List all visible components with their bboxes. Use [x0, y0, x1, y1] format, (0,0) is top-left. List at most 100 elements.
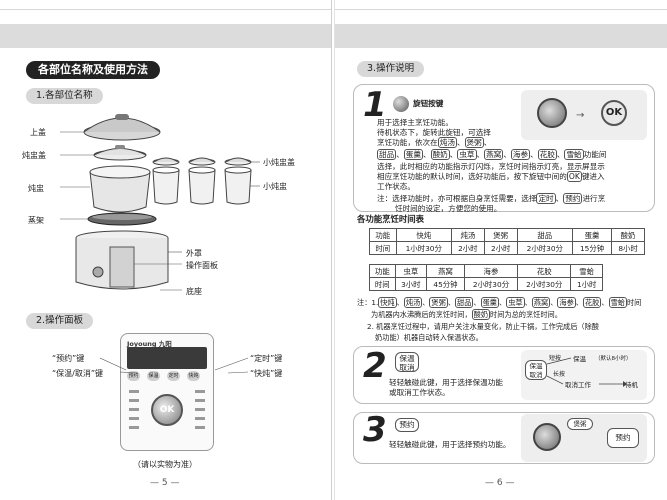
note-func: 煲粥	[429, 297, 448, 308]
quick-stew-button[interactable]: 快炖	[187, 371, 200, 381]
func-stew-soup: 炖汤	[437, 137, 457, 148]
label-small-pot-lid: 小炖盅盖	[263, 158, 295, 167]
line-b-text: 相应烹饪功能的默认时间，选好功能后，按下旋钮中间的	[377, 172, 567, 181]
table1-header-row: 功能 快炖 炖汤 煲粥 甜品 蛋羹 酸奶	[369, 228, 645, 242]
display-screen	[127, 347, 207, 369]
label-pot-lid: 炖盅盖	[22, 151, 46, 160]
cell: 功能	[369, 228, 397, 242]
step3-number: 3	[363, 410, 387, 450]
reserve-button[interactable]: 预约	[127, 371, 140, 381]
page-number-left: — 5 —	[150, 478, 180, 488]
note-func: 蛋羹	[480, 297, 499, 308]
knob-icon	[393, 96, 409, 112]
cell: 快炖	[395, 228, 452, 242]
cell: 15分钟	[571, 241, 613, 255]
left-page: 各部位名称及使用方法 1.各部位名称	[0, 0, 332, 500]
diag-reserve-key: 预约	[607, 428, 639, 448]
note-a: 注：选择功能时，亦可根据自身烹饪需要，选择	[377, 194, 537, 203]
top-strip-right	[335, 0, 667, 10]
cell: 炖汤	[450, 228, 485, 242]
label-housing: 外罩	[186, 249, 202, 258]
func-yogurt: 酸奶	[430, 149, 450, 160]
label-panel: 操作面板	[186, 261, 218, 270]
cell: 海参	[463, 264, 519, 278]
step1-line-c: 工作状态。	[377, 182, 415, 191]
step2-diagram: 保温 取消 短按 保温 （默认8小时） 长按 取消工作 待机	[521, 350, 647, 400]
arrow-icon: →	[576, 110, 585, 121]
cell: 45分钟	[426, 277, 465, 291]
reserve-key-inline: 预约	[563, 193, 583, 204]
step1-line3: 烹饪功能，依次在炖汤、煲粥、	[377, 137, 491, 148]
key-line: 保温	[399, 354, 415, 363]
func-dessert: 甜品	[377, 149, 397, 160]
step1-line3-text: 烹饪功能，依次在	[377, 138, 438, 147]
function-indicators-left	[129, 390, 139, 440]
step1-diagram: → OK	[521, 90, 647, 140]
step3-diagram: 煲粥 预约	[521, 414, 647, 462]
label-reserve-key: “预约”键	[52, 354, 85, 363]
note-b: 、	[555, 194, 564, 203]
label-keepwarm-key: “保温/取消”键	[52, 369, 103, 378]
ok-button-illustration: OK	[601, 100, 627, 126]
cell: 花胶	[517, 264, 572, 278]
cell: 雪蛤	[570, 264, 603, 278]
note-text: 为机器内水沸腾后的烹饪时间，	[371, 310, 472, 319]
cell: 煲粥	[483, 228, 518, 242]
reserve-key[interactable]: 预约	[395, 418, 419, 432]
cell: 2小时30分	[463, 277, 519, 291]
top-strip	[0, 0, 331, 10]
cell: 8小时	[611, 241, 645, 255]
keepwarm-button[interactable]: 保温	[147, 371, 160, 381]
section-operation: 3.操作说明	[357, 61, 425, 77]
func-fish-maw: 花胶	[537, 149, 557, 160]
step1-line2: 待机状态下，旋转此旋钮，可选择	[377, 128, 491, 137]
function-indicators-right	[195, 390, 205, 440]
note-func: 雪蛤	[608, 297, 627, 308]
knob-illustration	[533, 423, 561, 451]
note-yogurt: 酸奶	[471, 309, 491, 320]
step1-line-a: 选择，此时相应的功能指示灯闪烁，烹饪时间指示灯亮，显示屏显示	[377, 162, 605, 171]
note-prefix: 注：1.	[357, 298, 379, 307]
step1-title: 旋钮按键	[413, 99, 444, 108]
func-sea-cucumber: 海参	[510, 149, 531, 160]
diag-porridge: 煲粥	[567, 418, 593, 430]
diag-long: 长按	[553, 371, 566, 378]
note-func: 燕窝	[531, 297, 551, 308]
keepwarm-cancel-key[interactable]: 保温 取消	[395, 352, 419, 372]
func-egg-custard: 蛋羹	[403, 149, 423, 160]
diag-standby: 待机	[625, 381, 638, 389]
cell: 虫草	[394, 264, 428, 278]
label-quick-key: “快炖”键	[250, 369, 283, 378]
caption: （请以实物为准）	[133, 460, 197, 469]
header-band-right	[335, 24, 667, 48]
note-c: 进行烹	[582, 194, 606, 203]
key-line: 取消	[529, 371, 543, 379]
step2-line1: 轻轻触碰此键，用于选择保温功能	[389, 378, 503, 387]
cell: 时间	[369, 277, 396, 291]
cell: 3小时	[394, 277, 428, 291]
cell: 功能	[369, 264, 396, 278]
diag-keepwarm: 保温	[573, 355, 586, 363]
func-cordyceps: 虫草	[457, 149, 477, 160]
ok-knob[interactable]: OK	[151, 394, 183, 426]
label-small-pot: 小炖盅	[263, 182, 287, 191]
ok-key-inline: OK	[566, 171, 582, 182]
label-timer-key: “定时”键	[250, 354, 283, 363]
cell: 甜品	[516, 228, 573, 242]
note-suffix: 时间	[626, 298, 642, 307]
parts-diagram	[60, 114, 260, 291]
note-func: 海参	[557, 297, 576, 308]
table2-header-row: 功能 虫草 燕窝 海参 花胶 雪蛤	[369, 264, 603, 278]
panel-leader-lines	[100, 357, 249, 374]
note-1b: 为机器内水沸腾后的烹饪时间，酸奶时间为总的烹饪时间。	[371, 309, 562, 320]
key-line: 保温	[529, 362, 543, 370]
step2-line2: 或取消工作状态。	[389, 388, 450, 397]
label-steamer: 蒸架	[28, 216, 44, 225]
section-parts-name: 1.各部位名称	[26, 88, 103, 104]
timer-button[interactable]: 定时	[167, 371, 180, 381]
diag-arrows	[546, 357, 627, 387]
diag-default: （默认8小时）	[595, 356, 632, 362]
cell: 2小时30分	[516, 241, 573, 255]
note-func: 虫草	[506, 297, 525, 308]
